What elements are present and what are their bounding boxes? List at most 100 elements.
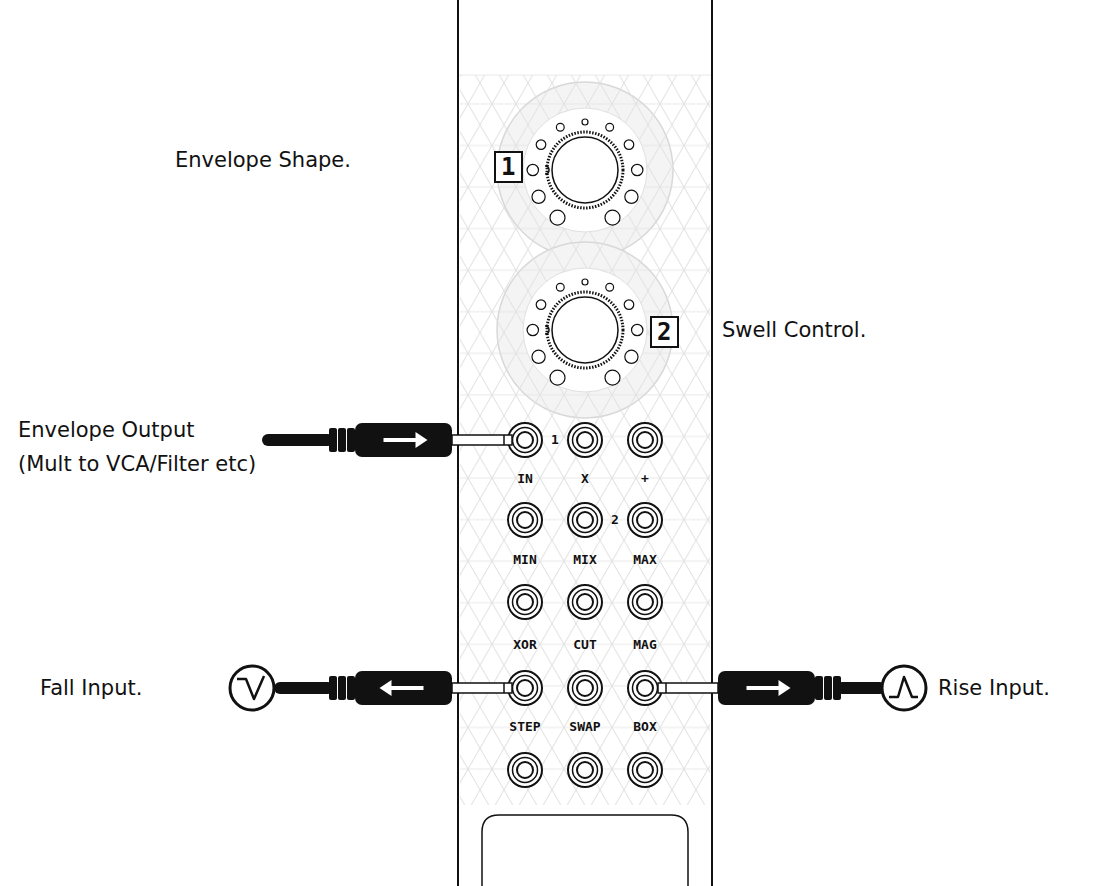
patch-cable bbox=[268, 423, 512, 457]
jack-nut bbox=[573, 508, 598, 533]
line-shape bbox=[503, 683, 505, 693]
led bbox=[550, 370, 565, 385]
plug-grip bbox=[815, 676, 823, 700]
plug-tip bbox=[452, 435, 512, 445]
jack-nut bbox=[513, 590, 538, 615]
jack-nut bbox=[633, 428, 658, 453]
jack-hole bbox=[637, 432, 653, 448]
led bbox=[624, 140, 634, 150]
led bbox=[582, 119, 588, 125]
jack-label: MIN bbox=[513, 552, 536, 567]
jack-nut bbox=[573, 590, 598, 615]
callout-text: Swell Control. bbox=[722, 318, 866, 342]
jack-hole bbox=[517, 594, 533, 610]
knob-cap bbox=[552, 297, 618, 363]
led bbox=[556, 123, 564, 131]
led bbox=[632, 324, 643, 335]
jack-hole bbox=[517, 680, 533, 696]
jack-label: CUT bbox=[573, 637, 596, 652]
jack-nut bbox=[513, 428, 538, 453]
jack-label: SWAP bbox=[569, 719, 600, 734]
jack bbox=[628, 423, 662, 457]
jack-hole bbox=[637, 594, 653, 610]
plug-tip bbox=[658, 683, 718, 693]
plug-grip bbox=[347, 676, 355, 700]
jack-label: MIX bbox=[573, 552, 596, 567]
led bbox=[582, 279, 588, 285]
circle-shape bbox=[230, 666, 274, 710]
jack bbox=[568, 753, 602, 787]
led bbox=[527, 324, 538, 335]
jack-number: 2 bbox=[611, 512, 619, 527]
jack-nut bbox=[633, 676, 658, 701]
line-shape bbox=[665, 683, 667, 693]
flow-arrowhead bbox=[416, 432, 428, 448]
knob-face bbox=[523, 268, 647, 392]
jack-nut bbox=[513, 676, 538, 701]
knob-ring bbox=[497, 82, 673, 258]
jack-nut bbox=[513, 758, 538, 783]
jack-nut bbox=[633, 508, 658, 533]
callout-text: Envelope Output bbox=[18, 418, 194, 442]
circle-shape bbox=[882, 666, 926, 710]
jack bbox=[568, 503, 602, 537]
plug-body bbox=[355, 671, 452, 705]
callout-text: Fall Input. bbox=[40, 676, 142, 700]
jack-nut bbox=[573, 758, 598, 783]
jack bbox=[508, 503, 542, 537]
plug-tip bbox=[452, 683, 512, 693]
signal-icon bbox=[882, 666, 926, 710]
jack-hole bbox=[637, 512, 653, 528]
patch-cable bbox=[658, 671, 880, 705]
jack-label: + bbox=[641, 471, 649, 486]
jack-nut bbox=[633, 590, 658, 615]
led bbox=[536, 300, 546, 310]
callout-number: 2 bbox=[652, 318, 677, 346]
jack-number: 1 bbox=[551, 432, 559, 447]
jack-nut bbox=[513, 508, 538, 533]
jack-label: STEP bbox=[509, 719, 540, 734]
knob-face bbox=[523, 108, 647, 232]
jack bbox=[628, 753, 662, 787]
knob-knurl bbox=[547, 132, 623, 208]
led bbox=[556, 283, 564, 291]
led bbox=[625, 190, 638, 203]
jack-hole bbox=[577, 594, 593, 610]
callout-text: Envelope Shape. bbox=[175, 148, 351, 172]
callout-text: Rise Input. bbox=[938, 676, 1050, 700]
knob-pointer bbox=[545, 166, 549, 174]
plug-grip bbox=[824, 676, 832, 700]
knob-cap bbox=[552, 137, 618, 203]
jack bbox=[568, 423, 602, 457]
led bbox=[550, 210, 565, 225]
knob-pointer bbox=[545, 326, 549, 334]
jack bbox=[568, 585, 602, 619]
jack-label: BOX bbox=[633, 719, 656, 734]
jack-hole bbox=[577, 432, 593, 448]
jack-hole bbox=[577, 762, 593, 778]
callout-box: 2 bbox=[650, 316, 679, 348]
jack-label: XOR bbox=[513, 637, 536, 652]
callout-box: 1 bbox=[494, 151, 523, 183]
cable bbox=[280, 682, 328, 694]
jack-nut bbox=[573, 676, 598, 701]
jack-hole bbox=[517, 762, 533, 778]
signal-icon bbox=[230, 666, 274, 710]
cable bbox=[268, 434, 328, 446]
jack-label: MAG bbox=[633, 637, 656, 652]
led bbox=[532, 350, 545, 363]
knob-ring bbox=[497, 242, 673, 418]
jack-nut bbox=[573, 428, 598, 453]
plug-grip bbox=[347, 428, 355, 452]
plug-body bbox=[355, 423, 452, 457]
plug-grip bbox=[338, 676, 346, 700]
led bbox=[527, 164, 538, 175]
jack bbox=[508, 423, 542, 457]
led bbox=[606, 123, 614, 131]
jack-hole bbox=[577, 512, 593, 528]
jack bbox=[628, 671, 662, 705]
led bbox=[605, 370, 620, 385]
jack-label: IN bbox=[517, 471, 533, 486]
jack-nut bbox=[633, 758, 658, 783]
